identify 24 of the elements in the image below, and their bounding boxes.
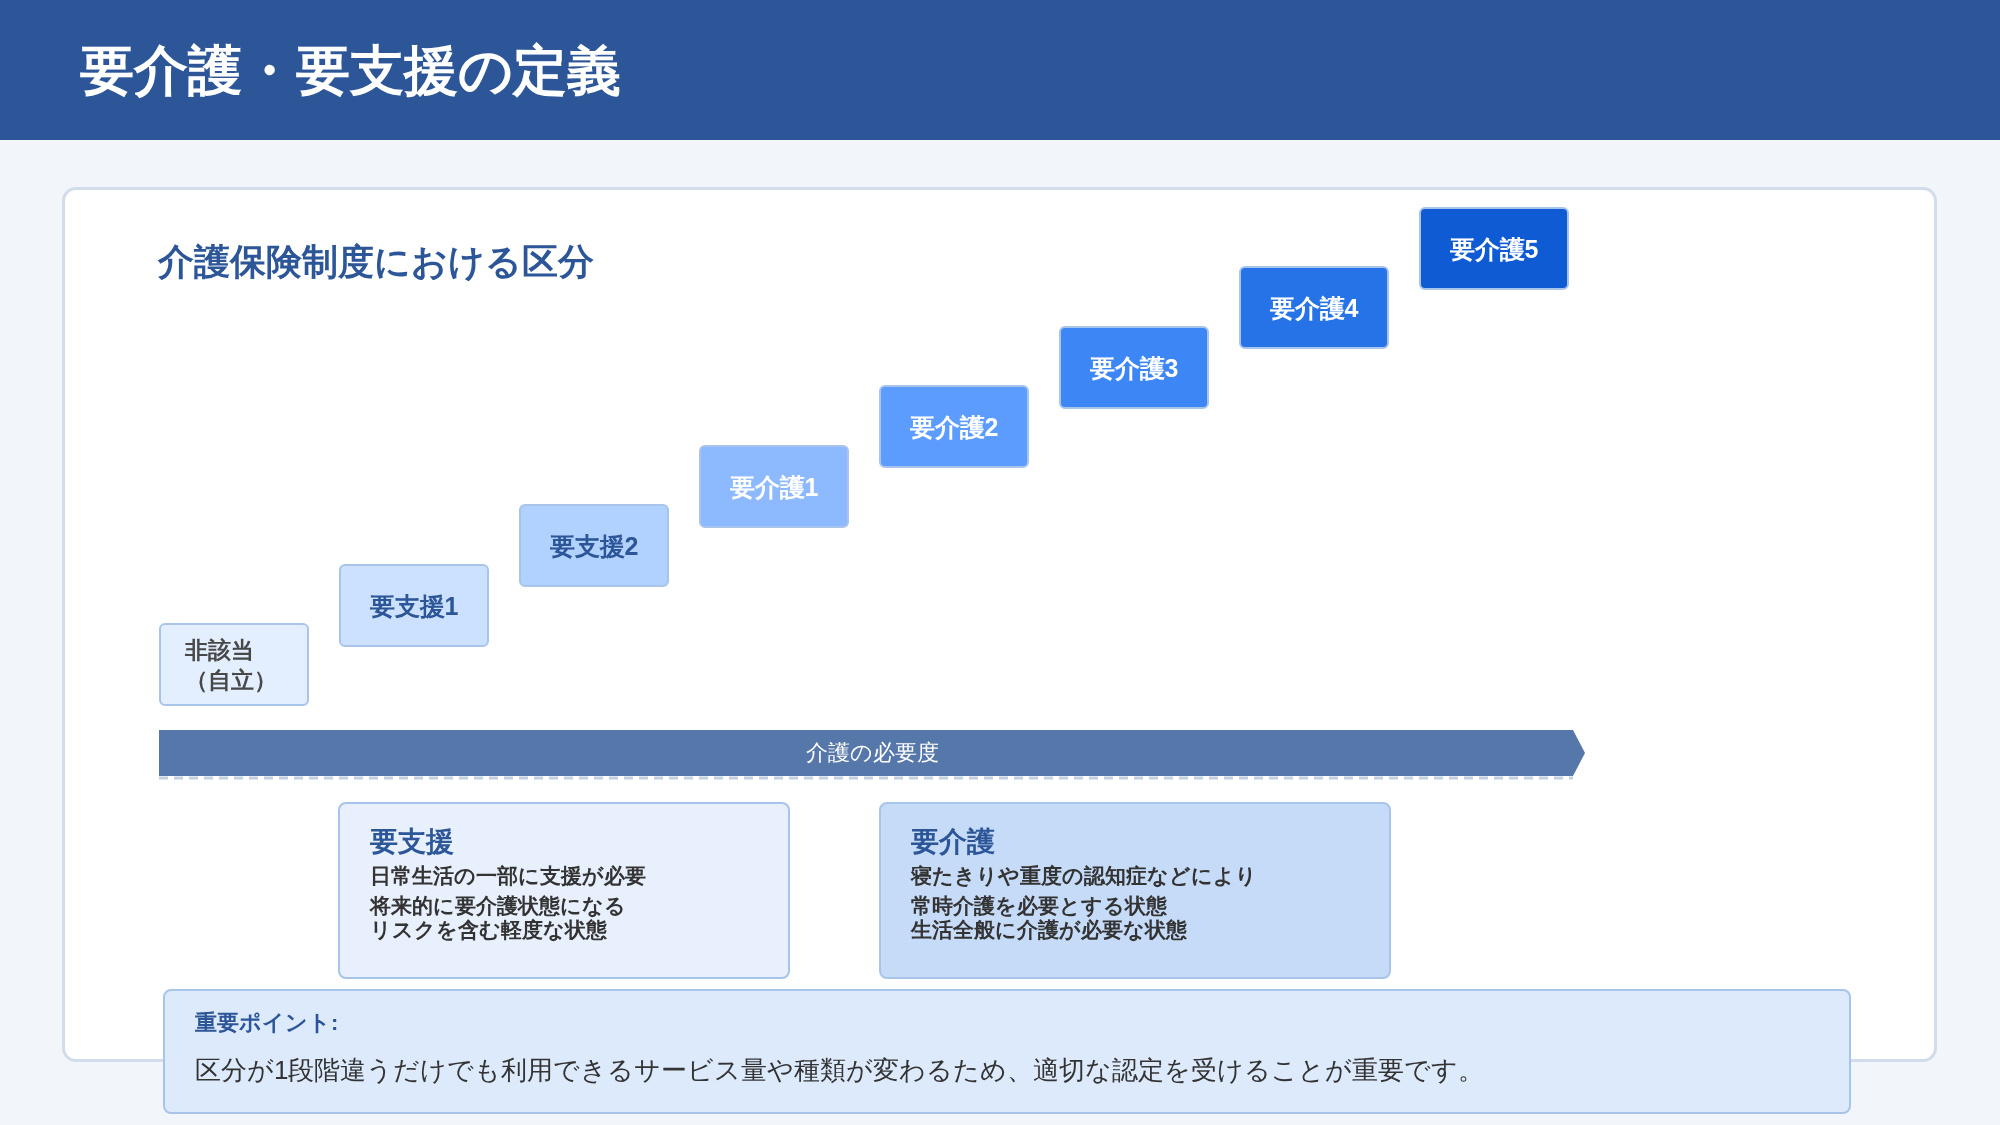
category-heading: 要介護 — [911, 825, 995, 859]
description-text: 生活全般に介護が必要な状態 — [911, 918, 1187, 942]
description-text: 常時介護を必要とする状態 — [911, 894, 1167, 918]
page-title: 要介護・要支援の定義 — [80, 40, 621, 100]
note-text: 区分が1段階違うだけでも利用できるサービス量や種類が変わるため、適切な認定を受けることが重要です。 — [195, 1054, 1485, 1087]
level-step: 要介護1 — [699, 445, 849, 528]
category-heading: 要支援 — [370, 825, 454, 859]
description-text: 日常生活の一部に支援が必要 — [370, 864, 646, 888]
description-text: 将来的に要介護状態になる — [370, 894, 626, 918]
level-step: 要支援1 — [339, 564, 489, 647]
level-step: 要介護3 — [1059, 326, 1209, 409]
note-panel — [163, 989, 1851, 1114]
arrow-label: 介護の必要度 — [805, 739, 939, 767]
level-step: 要介護2 — [879, 385, 1029, 468]
category-card — [879, 802, 1391, 979]
category-card — [338, 802, 790, 979]
level-step: 要介護4 — [1239, 266, 1389, 349]
note-heading: 重要ポイント: — [195, 1009, 339, 1037]
description-text: 寝たきりや重度の認知症などにより — [911, 864, 1257, 888]
level-step: 要支援2 — [519, 504, 669, 587]
level-step: 要介護5 — [1419, 207, 1569, 290]
level-step: 非該当（自立） — [159, 623, 309, 706]
description-text: リスクを含む軽度な状態 — [370, 918, 607, 942]
section-heading: 介護保険制度における区分 — [158, 240, 594, 284]
